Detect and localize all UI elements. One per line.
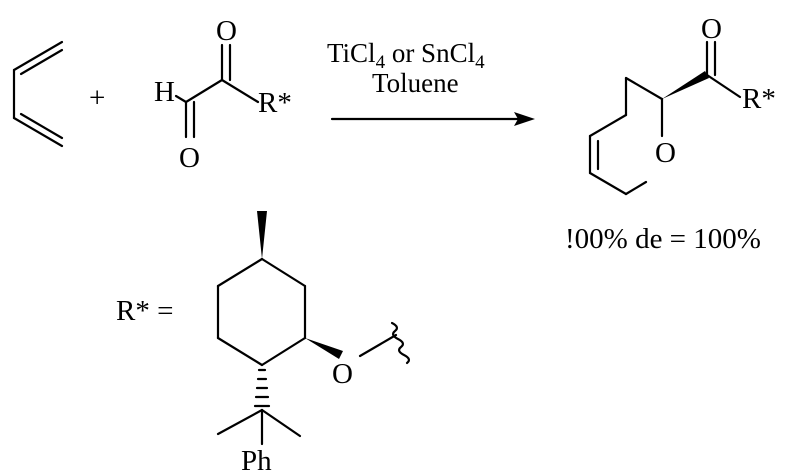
- product-r-group-label: R*: [742, 83, 776, 115]
- product-ketone-oxygen: O: [701, 13, 722, 45]
- ring-oxygen: O: [655, 137, 676, 169]
- solvent-text: Toluene: [372, 68, 459, 98]
- reaction-conditions: TiCl4 or SnCl4 Toluene: [327, 38, 535, 126]
- auxiliary-label: R* =: [116, 295, 173, 327]
- arrow-head-icon: [514, 112, 535, 126]
- product: O O R* !00% de = 100%: [565, 13, 776, 255]
- oxygen-wedge-bond: [305, 338, 343, 359]
- ketone-oxygen: O: [216, 15, 237, 47]
- wedge-bond: [662, 71, 709, 99]
- wavy-bond: [390, 321, 411, 365]
- plus-sign: +: [89, 82, 105, 114]
- r-group-label: R*: [258, 87, 292, 119]
- phenyl-label: Ph: [241, 445, 272, 476]
- butadiene: [12, 40, 64, 148]
- chiral-auxiliary: R* = O Ph: [116, 211, 411, 476]
- glyoxylate: H O O R*: [154, 15, 292, 174]
- hash-bond: [253, 368, 271, 408]
- aldehyde-oxygen: O: [179, 142, 200, 174]
- aldehyde-hydrogen: H: [154, 76, 175, 108]
- ester-oxygen: O: [332, 358, 353, 390]
- reagents-text: TiCl4 or SnCl4: [327, 38, 485, 73]
- methyl-wedge-bond: [257, 211, 267, 259]
- selectivity-text: !00% de = 100%: [565, 223, 761, 255]
